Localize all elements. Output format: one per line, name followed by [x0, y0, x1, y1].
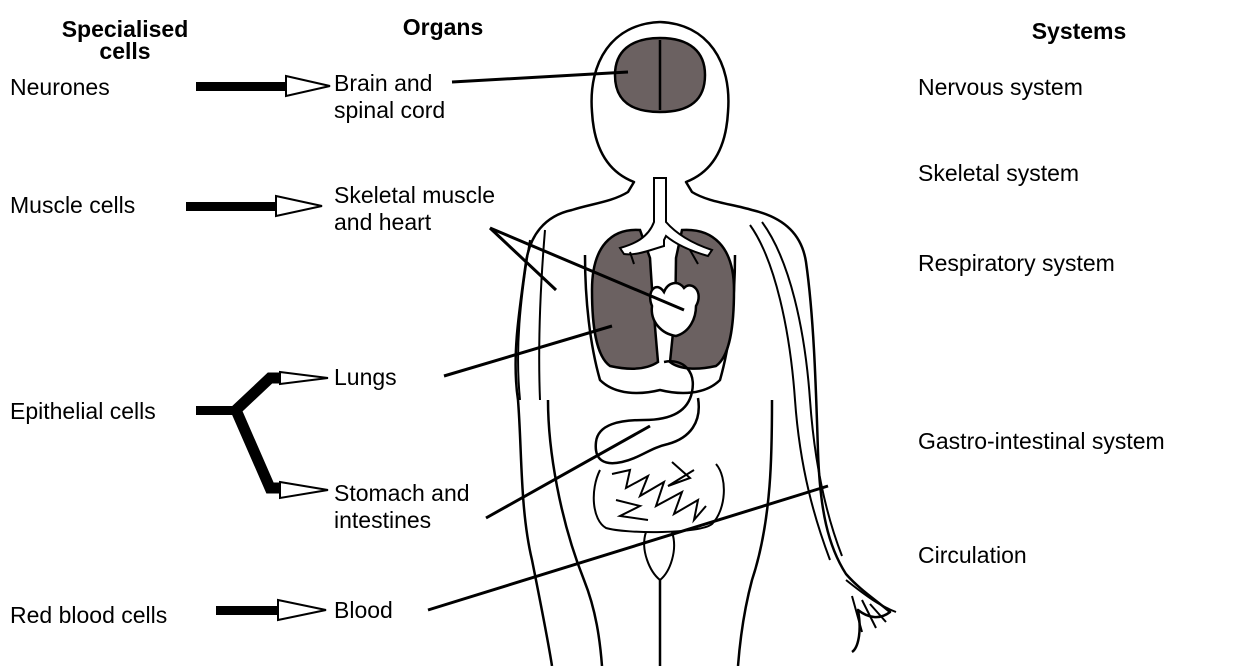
cell-muscle: Muscle cells [10, 192, 135, 219]
system-gastro: Gastro-intestinal system [918, 428, 1165, 455]
cell-neurones: Neurones [10, 74, 110, 101]
organ-muscle-heart: Skeletal muscle and heart [334, 182, 534, 236]
intestines-icon [594, 462, 724, 580]
brain-icon [615, 38, 705, 112]
trachea-icon [620, 178, 712, 264]
system-circulation: Circulation [918, 542, 1027, 569]
pointer-brain [452, 72, 628, 82]
system-respiratory: Respiratory system [918, 250, 1115, 277]
pointer-lungs [444, 326, 612, 376]
organ-lungs: Lungs [334, 364, 397, 391]
organ-stomach: Stomach and intestines [334, 480, 506, 534]
header-specialised-cells: Specialised cells [40, 18, 210, 62]
system-nervous: Nervous system [918, 74, 1083, 101]
cell-red-blood: Red blood cells [10, 602, 167, 629]
system-skeletal: Skeletal system [918, 160, 1079, 187]
arrow-neurones [196, 76, 330, 96]
arrow-red-blood [216, 600, 326, 620]
header-systems: Systems [1014, 20, 1144, 42]
organ-blood: Blood [334, 597, 393, 624]
cell-epithelial: Epithelial cells [10, 398, 156, 425]
organ-brain: Brain and spinal cord [334, 70, 454, 124]
cell-to-organ-arrows [186, 76, 330, 620]
arrow-muscle [186, 196, 322, 216]
header-organs: Organs [388, 16, 498, 38]
arrow-epithelial [196, 372, 328, 498]
